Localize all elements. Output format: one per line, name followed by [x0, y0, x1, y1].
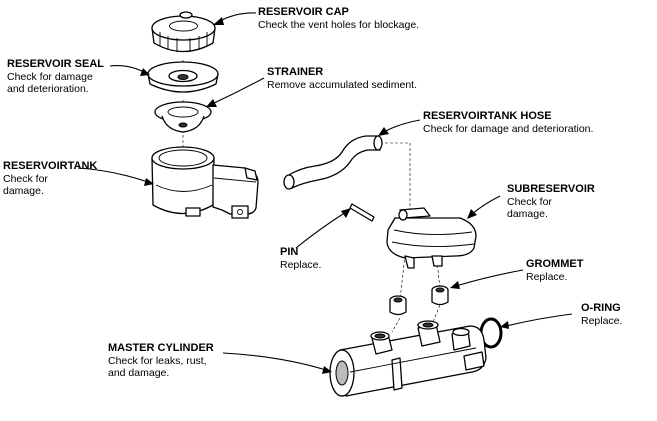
pin-label: PIN Replace.	[280, 246, 321, 271]
reservoir-tank-hose-part	[283, 135, 383, 190]
subreservoir-label: SUBRESERVOIR Check for damage.	[507, 183, 595, 221]
reservoir-tank-hose-desc: Check for damage and deterioration.	[423, 122, 594, 135]
reservoir-tank-label: RESERVOIRTANK Check for damage.	[3, 160, 97, 198]
grommet-desc: Replace.	[526, 270, 568, 283]
pin-desc: Replace.	[280, 258, 322, 271]
reservoir-seal-label: RESERVOIR SEAL Check for damage and dete…	[7, 58, 104, 96]
grommet-title: GROMMET	[526, 258, 584, 270]
subreservoir-desc: Check for damage.	[507, 195, 552, 221]
strainer-label: STRAINER Remove accumulated sediment.	[267, 66, 417, 91]
reservoir-tank-title: RESERVOIRTANK	[3, 160, 98, 172]
master-cylinder-desc: Check for leaks, rust, and damage.	[108, 354, 207, 380]
grommet-label: GROMMET Replace.	[526, 258, 583, 283]
reservoir-tank-hose-title: RESERVOIRTANK HOSE	[423, 110, 552, 122]
master-cylinder-part	[329, 320, 487, 397]
grommet-parts	[389, 285, 449, 316]
reservoir-seal-desc: Check for damage and deterioration.	[7, 70, 93, 96]
leader-lines	[77, 12, 573, 374]
master-cylinder-title: MASTER CYLINDER	[108, 342, 214, 354]
reservoir-cap-desc: Check the vent holes for blockage.	[258, 18, 420, 31]
reservoir-seal-part	[147, 61, 219, 93]
o-ring-label: O-RING Replace.	[581, 302, 622, 327]
master-cylinder-label: MASTER CYLINDER Check for leaks, rust, a…	[108, 342, 214, 380]
pin-title: PIN	[280, 246, 299, 258]
reservoir-tank-part	[151, 146, 259, 219]
strainer-part	[154, 101, 212, 133]
subreservoir-part	[386, 207, 477, 269]
reservoir-tank-hose-label: RESERVOIRTANK HOSE Check for damage and …	[423, 110, 593, 135]
reservoir-cap-title: RESERVOIR CAP	[258, 6, 349, 18]
reservoir-seal-title: RESERVOIR SEAL	[7, 58, 104, 70]
reservoir-tank-desc: Check for damage.	[3, 172, 48, 198]
reservoir-cap-part	[151, 11, 216, 53]
strainer-title: STRAINER	[267, 66, 324, 78]
subreservoir-title: SUBRESERVOIR	[507, 183, 595, 195]
reservoir-cap-label: RESERVOIR CAP Check the vent holes for b…	[258, 6, 419, 31]
strainer-desc: Remove accumulated sediment.	[267, 78, 417, 91]
o-ring-title: O-RING	[581, 302, 621, 314]
pin-part	[349, 203, 375, 222]
o-ring-desc: Replace.	[581, 314, 623, 327]
